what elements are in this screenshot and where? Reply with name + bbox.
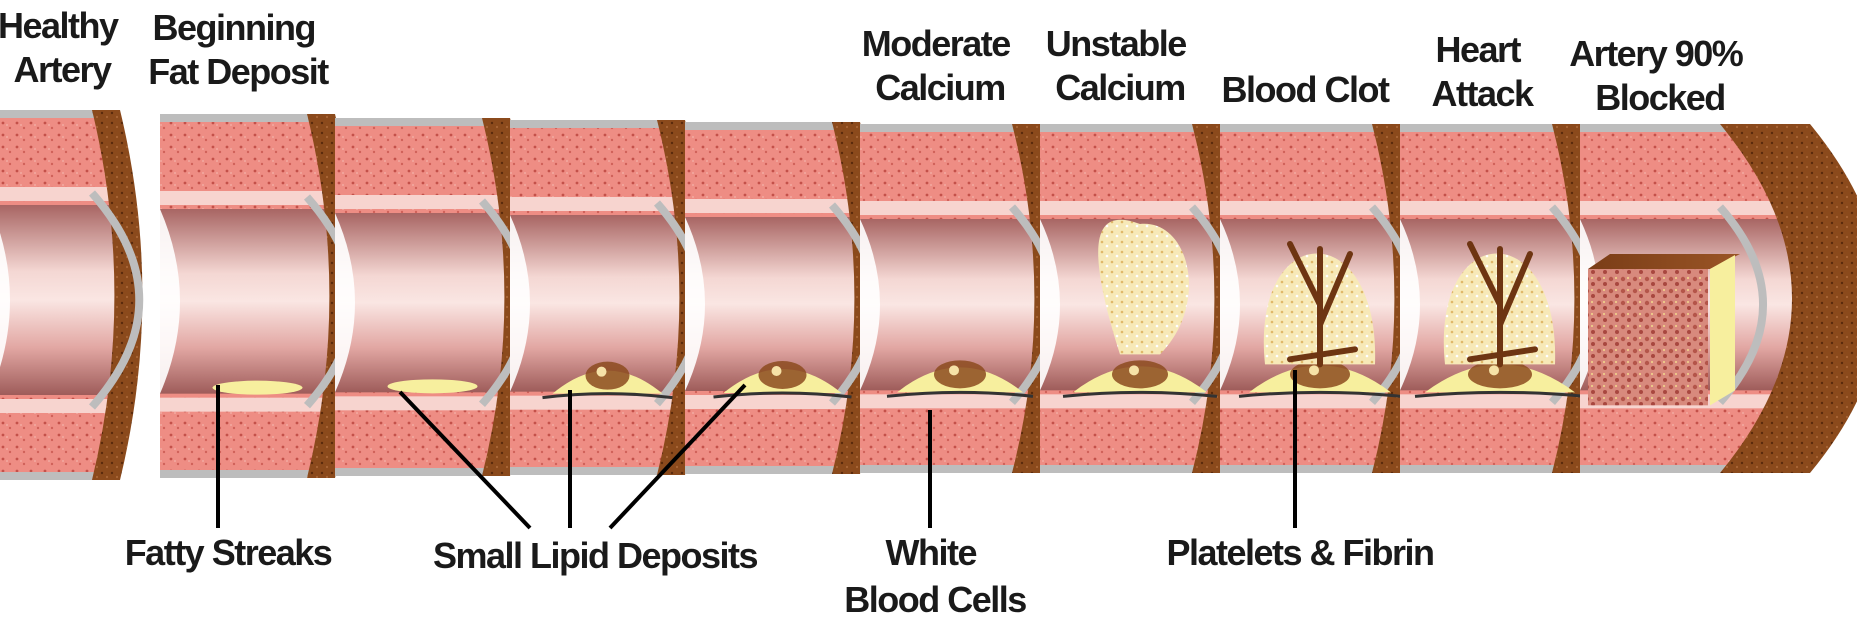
artery-segment-6	[860, 124, 1062, 473]
calcium-spot	[949, 365, 959, 375]
plaque-core	[934, 360, 986, 388]
calcium-spot	[1129, 365, 1139, 375]
label-moderate-calcium: Moderate Calcium	[862, 23, 1019, 108]
artery-segment-9	[1400, 124, 1602, 473]
label-unstable-calcium: Unstable Calcium	[1046, 23, 1195, 108]
blocking-clot	[1588, 269, 1708, 405]
artery-segment-3	[335, 118, 532, 476]
callout-small-lipid-deposits: Small Lipid Deposits	[433, 535, 758, 576]
label-beginning-fat-deposit: Beginning Fat Deposit	[148, 7, 329, 92]
label-heart-attack: Heart Attack	[1431, 29, 1535, 114]
calcium-spot	[1309, 365, 1319, 375]
blocked-side	[1710, 255, 1735, 405]
artery-segment-1	[0, 110, 142, 480]
artery-segment-2	[160, 114, 357, 478]
plaque-core	[759, 361, 807, 389]
lumen	[0, 205, 120, 395]
artery-segment-7	[1040, 124, 1242, 473]
label-artery-90-blocked: Artery 90% Blocked	[1569, 33, 1751, 118]
calcium-spot	[1489, 365, 1499, 375]
callout-platelets-fibrin: Platelets & Fibrin	[1166, 532, 1433, 573]
artery-segment-5	[685, 122, 882, 474]
lumen	[335, 213, 510, 392]
fatty-streak	[213, 381, 303, 395]
plaque-core	[1112, 360, 1168, 388]
artery-segment-8	[1220, 124, 1422, 473]
callout-fatty-streaks: Fatty Streaks	[125, 532, 332, 573]
lumen	[160, 209, 335, 394]
calcium-spot	[772, 366, 782, 376]
label-blood-clot: Blood Clot	[1222, 69, 1390, 110]
artery-segment-10	[1580, 124, 1857, 473]
artery-segment-4	[510, 120, 707, 475]
plaque-core	[586, 362, 630, 390]
calcium-spot	[597, 367, 607, 377]
callout-white-blood-cells: White Blood Cells	[844, 532, 1026, 619]
label-healthy-artery: Healthy Artery	[0, 5, 126, 90]
